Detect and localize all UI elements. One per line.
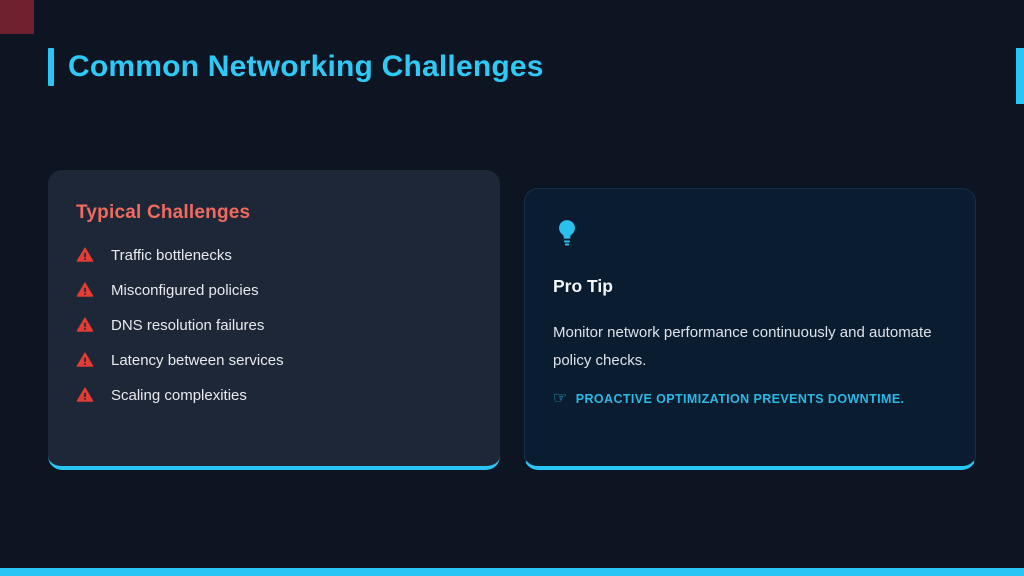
protip-body-text: Monitor network performance continuously… — [553, 324, 932, 369]
right-edge-accent-bar — [1016, 48, 1024, 104]
corner-decoration — [0, 0, 34, 34]
page-title: Common Networking Challenges — [68, 50, 544, 83]
list-item-label: Scaling complexities — [111, 386, 247, 404]
warning-icon — [76, 386, 94, 404]
list-item: Traffic bottlenecks — [76, 246, 472, 264]
protip-card: Pro Tip Monitor network performance cont… — [524, 188, 976, 470]
list-item-label: Latency between services — [111, 351, 284, 369]
list-item: Misconfigured policies — [76, 281, 472, 299]
list-item-label: Traffic bottlenecks — [111, 246, 232, 264]
warning-icon — [76, 316, 94, 334]
challenges-card: Typical Challenges Traffic bottlenecks M… — [48, 170, 500, 470]
slide-header: Common Networking Challenges — [48, 48, 544, 86]
list-item: DNS resolution failures — [76, 316, 472, 334]
challenges-card-title: Typical Challenges — [76, 202, 251, 223]
list-item: Latency between services — [76, 351, 472, 369]
protip-callout-label: PROACTIVE OPTIMIZATION PREVENTS DOWNTIME… — [575, 391, 905, 406]
list-item-label: DNS resolution failures — [111, 316, 265, 334]
protip-callout: ☞ PROACTIVE OPTIMIZATION PREVENTS DOWNTI… — [553, 389, 947, 407]
bottom-accent-bar — [0, 568, 1024, 576]
warning-icon — [76, 246, 94, 264]
title-accent-bar — [48, 48, 54, 86]
warning-icon — [76, 351, 94, 369]
list-item-label: Misconfigured policies — [111, 281, 259, 299]
warning-icon — [76, 281, 94, 299]
list-item: Scaling complexities — [76, 386, 472, 404]
pointing-hand-icon: ☞ — [553, 389, 568, 407]
protip-card-title: Pro Tip — [553, 276, 613, 296]
lightbulb-icon — [554, 219, 947, 252]
challenges-list: Traffic bottlenecks Misconfigured polici… — [76, 246, 472, 404]
